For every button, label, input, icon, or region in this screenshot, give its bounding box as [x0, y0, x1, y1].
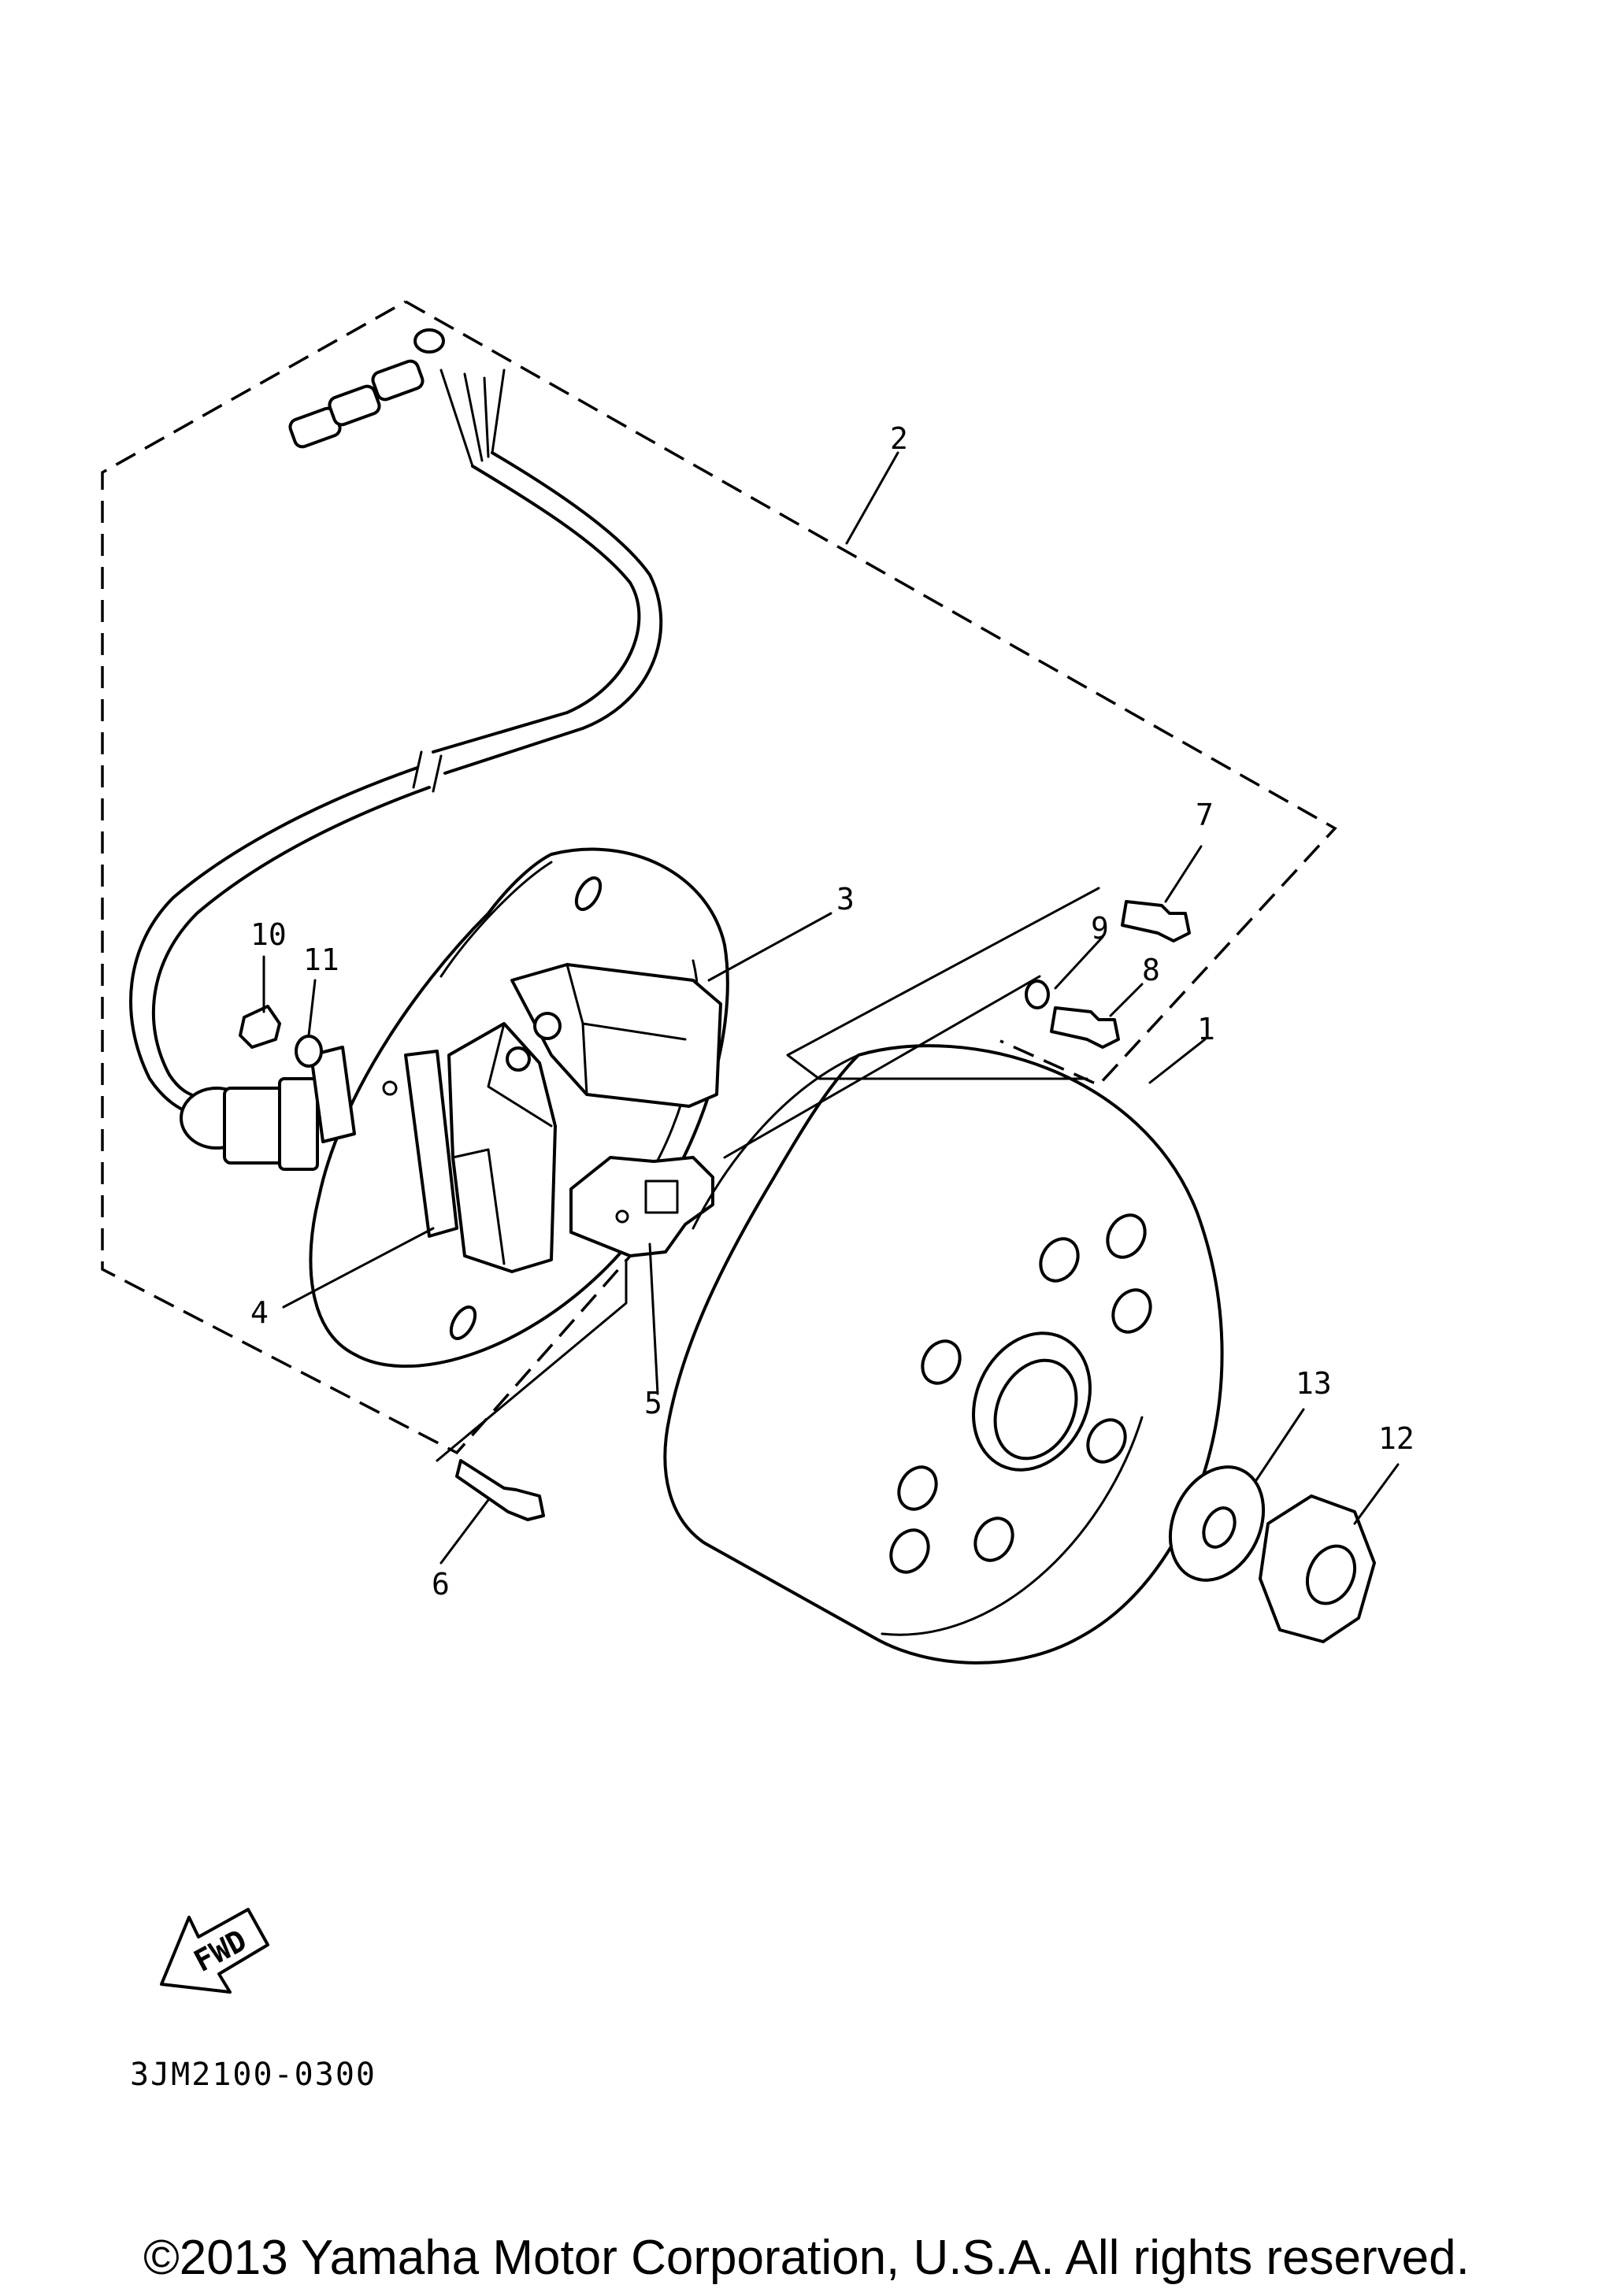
pickup-coil [569, 1156, 714, 1257]
nut [1259, 1494, 1376, 1643]
rotor [663, 1044, 1224, 1665]
grommet [180, 1077, 319, 1171]
rotor-hub [972, 1331, 1092, 1472]
drawing-code: 3JM2100-0300 [130, 2057, 376, 2093]
callout-8: 8 [1142, 953, 1160, 987]
callout-10: 10 [250, 917, 287, 952]
screw-10 [239, 1005, 281, 1049]
callout-11: 11 [303, 942, 339, 977]
wire-terminals [288, 328, 506, 468]
screw-8 [1050, 1006, 1120, 1049]
callout-1: 1 [1197, 1012, 1215, 1046]
callout-13: 13 [1296, 1366, 1332, 1401]
screw-7 [1121, 900, 1191, 942]
assembly-boundary [101, 300, 1337, 1455]
washer [1168, 1465, 1266, 1582]
wire-clamp [310, 1046, 356, 1143]
callout-6: 6 [432, 1567, 450, 1602]
callout-7: 7 [1196, 798, 1214, 832]
leader-lines [262, 451, 1400, 1565]
lighting-coil [404, 1022, 557, 1273]
washer-11 [295, 1035, 323, 1068]
rotor-holes [889, 1213, 1152, 1574]
fwd-arrow: FWD [160, 1908, 269, 1994]
callout-2: 2 [890, 421, 908, 456]
callout-5: 5 [644, 1386, 662, 1420]
copyright-notice: ©2013 Yamaha Motor Corporation, U.S.A. A… [143, 2231, 1470, 2285]
callout-12: 12 [1378, 1421, 1415, 1456]
screw-6 [455, 1459, 545, 1521]
callout-3: 3 [836, 882, 855, 917]
wire-harness [129, 328, 663, 1171]
callout-4: 4 [250, 1295, 269, 1330]
source-coil [510, 963, 722, 1108]
washer-9 [1025, 980, 1050, 1009]
callout-9: 9 [1091, 911, 1109, 946]
